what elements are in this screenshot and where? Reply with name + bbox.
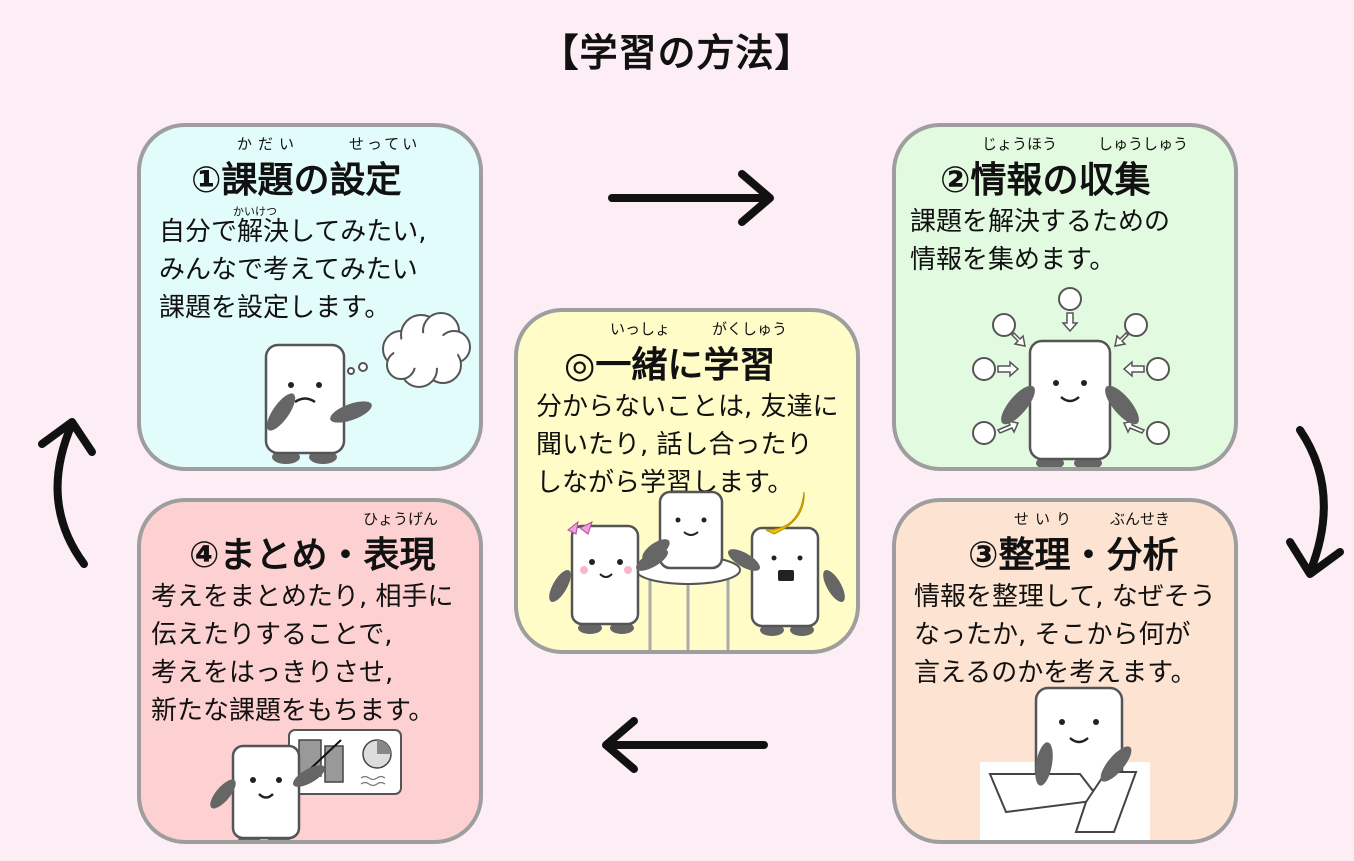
furigana-settei: せってい — [349, 135, 421, 153]
body-line: 新たな課題をもちます。 — [151, 696, 435, 726]
furigana-kadai: かだい — [237, 135, 301, 153]
info-bubble-icon — [1058, 287, 1082, 311]
center-body: 分からないことは, 友達に 聞いたり, 話し合ったり しながら学習します。 — [536, 388, 839, 502]
step-card-2: じょうほう しゅうしゅう ②情報の収集 課題を解決するための 情報を集めます。 — [892, 123, 1238, 471]
group-discussion-illustration — [549, 490, 845, 650]
body-line: 考えをまとめたり, 相手に — [151, 582, 454, 612]
ribbon-icon — [567, 520, 593, 535]
character-back — [642, 490, 724, 570]
flow-arrow-right — [608, 170, 774, 226]
furigana-bunseki: ぶんせき — [1110, 510, 1171, 528]
furigana-hyougen: ひょうげん — [363, 510, 439, 528]
step-body-4: 考えをまとめたり, 相手に 伝えたりすることで, 考えをはっきりさせ, 新たな課… — [151, 578, 454, 730]
step-title-1: ①課題の設定 — [191, 160, 402, 201]
hair-icon — [765, 491, 805, 535]
info-bubble-icon — [972, 421, 996, 445]
body-line: 課題を設定します。 — [159, 293, 391, 323]
info-bubble-icon — [1146, 357, 1170, 381]
info-bubble-icon — [972, 357, 996, 381]
center-card-collaboration: いっしょ がくしゅう ◎一緒に学習 分からないことは, 友達に 聞いたり, 話し… — [514, 308, 860, 654]
center-title: ◎一緒に学習 — [564, 345, 776, 386]
page-title: 【学習の方法】 — [540, 31, 814, 75]
furigana-shuushuu: しゅうしゅう — [1098, 135, 1189, 153]
step-body-2: 課題を解決するための 情報を集めます。 — [910, 203, 1170, 279]
character-left — [549, 520, 668, 634]
step-title-2: ②情報の収集 — [940, 160, 1151, 201]
body-line: 伝えたりすることで, — [151, 620, 393, 650]
body-line: なったか, そこから何が — [914, 620, 1191, 650]
info-bubble-icon — [1146, 421, 1170, 445]
body-line: 課題を解決するための — [910, 207, 1171, 237]
body-line: 考えをはっきりさせ, — [151, 658, 394, 688]
flow-arrow-down — [1286, 426, 1344, 578]
body-line: 言えるのかを考えます。 — [914, 658, 1197, 688]
thinking-character-illustration — [264, 312, 471, 464]
body-line: 情報を整理して, なぜそう — [914, 582, 1216, 612]
step-card-4: ひょうげん ④まとめ・表現 考えをまとめたり, 相手に 伝えたりすることで, 考… — [137, 498, 483, 844]
presenting-character-illustration — [210, 729, 402, 840]
character-right — [728, 491, 845, 636]
step-title-3: ③整理・分析 — [968, 535, 1179, 576]
flow-arrow-left — [602, 717, 768, 773]
furigana-jouhou: じょうほう — [982, 135, 1058, 153]
body-line: 情報を集めます。 — [910, 245, 1116, 275]
step-title-4: ④まとめ・表現 — [189, 535, 436, 576]
writing-character-illustration — [980, 686, 1150, 840]
step-card-3: せいり ぶんせき ③整理・分析 情報を整理して, なぜそう なったか, そこから… — [892, 498, 1238, 844]
body-line: 自分で解決してみたい, — [159, 217, 427, 247]
gathering-character-illustration — [972, 287, 1170, 467]
furigana-kaiketsu: かいけつ — [233, 205, 277, 218]
step-card-1: かだい せってい ①課題の設定 かいけつ 自分で解決してみたい, みんなで考えて… — [137, 123, 483, 471]
info-bubble-icon — [992, 313, 1016, 337]
step-body-1: 自分で解決してみたい, みんなで考えてみたい 課題を設定します。 — [159, 213, 427, 327]
flow-arrow-up — [38, 418, 96, 568]
body-line: 分からないことは, 友達に — [536, 392, 839, 422]
info-bubble-icon — [1124, 313, 1148, 337]
step-body-3: 情報を整理して, なぜそう なったか, そこから何が 言えるのかを考えます。 — [914, 578, 1216, 692]
furigana-gakushuu: がくしゅう — [712, 320, 788, 338]
table — [635, 555, 741, 650]
body-line: 聞いたり, 話し合ったり — [536, 430, 813, 460]
character-body — [231, 744, 301, 840]
furigana-seiri: せいり — [1014, 510, 1078, 528]
furigana-issho: いっしょ — [610, 320, 671, 338]
body-line: みんなで考えてみたい — [159, 255, 418, 285]
